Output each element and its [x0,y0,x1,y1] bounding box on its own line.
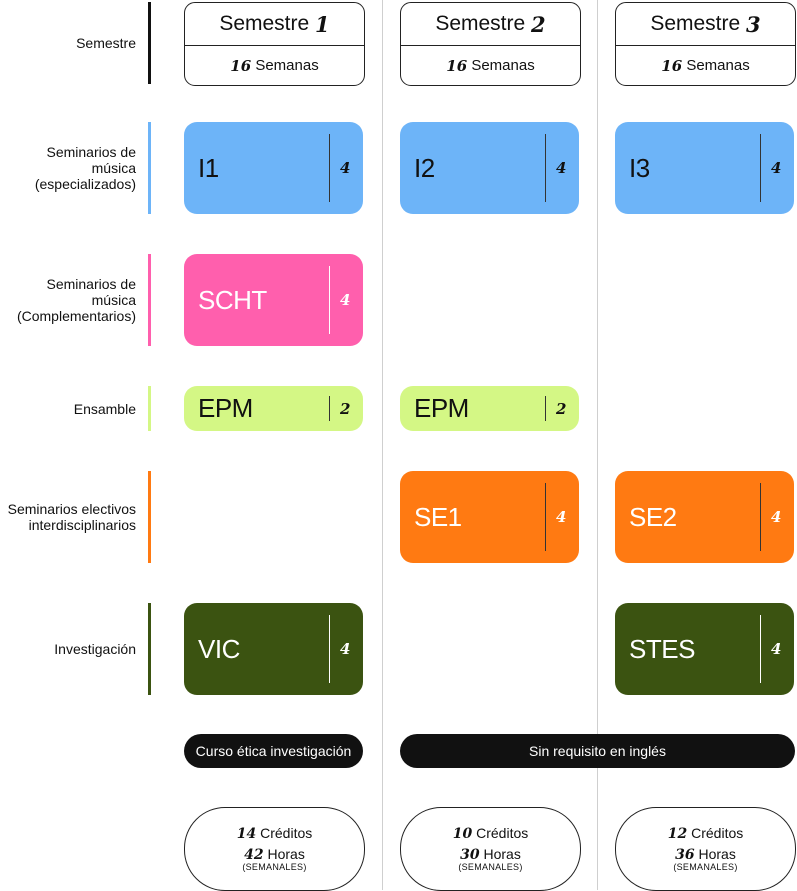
weekly-label: (SEMANALES) [242,862,307,872]
credit-divider [329,615,330,683]
row-label-electivos: Seminarios electivos interdisciplinarios [7,501,136,533]
semester-number: 3 [746,11,761,37]
course-card-stes[interactable]: STES 4 [615,603,794,695]
row-bar-especializados [148,122,151,214]
row-label-ensamble: Ensamble [73,400,136,417]
credit-divider [329,396,330,421]
semester-total-1: 14 Créditos 42 Horas (SEMANALES) [184,807,365,891]
semester-label: Semestre [650,12,741,35]
credits-label: Créditos [476,825,529,841]
course-card-epm-1[interactable]: EPM 2 [184,386,363,431]
course-code: VIC [198,633,240,664]
total-credits: 12 [667,826,688,842]
credit-divider [545,396,546,421]
course-credits: 4 [556,159,567,177]
credit-divider [760,483,761,551]
weeks-count: 16 [230,56,252,75]
total-hours: 30 [460,847,480,863]
course-code: SE1 [414,501,462,532]
course-code: I1 [198,152,219,183]
course-credits: 4 [771,159,782,177]
semester-header-2: Semestre 2 16 Semanas [400,2,581,86]
weekly-label: (SEMANALES) [673,862,738,872]
course-code: EPM [198,393,253,423]
semester-label: Semestre [435,12,526,35]
semester-total-3: 12 Créditos 36 Horas (SEMANALES) [615,807,796,891]
row-bar-complementarios [148,254,151,346]
course-credits: 4 [340,640,351,658]
row-label-investigacion: Investigación [54,641,136,657]
weeks-label: Semanas [471,57,535,74]
course-card-vic[interactable]: VIC 4 [184,603,363,695]
semester-header-1: Semestre 1 16 Semanas [184,2,365,86]
semester-label: Semestre [219,12,310,35]
row-label-complementarios: Seminarios de música (Complementarios) [16,276,136,324]
course-code: I2 [414,152,435,183]
credit-divider [545,134,546,202]
semester-number: 2 [531,11,546,37]
row-bar-electivos [148,471,151,563]
course-code: EPM [414,393,469,423]
weeks-count: 16 [446,56,468,75]
weeks-label: Semanas [686,57,750,74]
column-divider [382,0,383,890]
course-credits: 2 [340,399,351,418]
course-card-i1[interactable]: I1 4 [184,122,363,214]
total-credits: 10 [452,826,473,842]
course-card-scht[interactable]: SCHT 4 [184,254,363,346]
course-code: I3 [629,152,650,183]
course-credits: 2 [556,399,567,418]
total-hours: 42 [244,847,264,863]
weeks-count: 16 [661,56,683,75]
course-credits: 4 [771,508,782,526]
credits-label: Créditos [260,825,313,841]
credit-divider [329,266,330,334]
row-bar-investigacion [148,603,151,695]
row-bar-ensamble [148,386,151,431]
total-credits: 14 [236,826,257,842]
ethics-course-pill: Curso ética investigación [184,734,363,768]
weeks-label: Semanas [255,57,319,74]
course-credits: 4 [340,159,351,177]
hours-label: Horas [698,846,736,862]
hours-label: Horas [483,846,521,862]
course-card-epm-2[interactable]: EPM 2 [400,386,579,431]
english-requirement-pill: Sin requisito en inglés [400,734,795,768]
course-card-i3[interactable]: I3 4 [615,122,794,214]
course-code: STES [629,633,695,664]
total-hours: 36 [675,847,695,863]
semester-number: 1 [315,11,330,37]
course-card-i2[interactable]: I2 4 [400,122,579,214]
course-credits: 4 [556,508,567,526]
credit-divider [760,134,761,202]
credit-divider [329,134,330,202]
row-bar-semestre [148,2,151,84]
row-label-semestre: Semestre [76,35,136,51]
credit-divider [760,615,761,683]
row-label-especializados: Seminarios de música (especializados) [34,144,136,192]
column-divider [597,0,598,890]
course-card-se2[interactable]: SE2 4 [615,471,794,563]
hours-label: Horas [267,846,305,862]
credits-label: Créditos [691,825,744,841]
course-credits: 4 [771,640,782,658]
semester-header-3: Semestre 3 16 Semanas [615,2,796,86]
semester-total-2: 10 Créditos 30 Horas (SEMANALES) [400,807,581,891]
course-credits: 4 [340,291,351,309]
course-card-se1[interactable]: SE1 4 [400,471,579,563]
credit-divider [545,483,546,551]
course-code: SE2 [629,501,677,532]
course-code: SCHT [198,284,267,315]
weekly-label: (SEMANALES) [458,862,523,872]
